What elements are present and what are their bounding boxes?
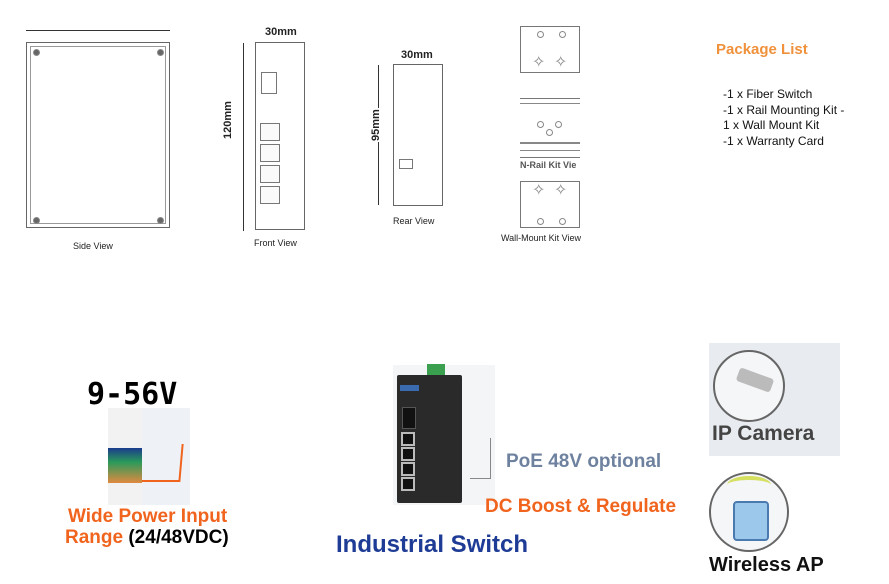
- package-item: -1 x Rail Mounting Kit -: [723, 102, 845, 117]
- power-range-word: Range: [65, 527, 124, 548]
- package-item: -1 x Fiber Switch: [723, 87, 813, 101]
- package-item: -1 x Warranty Card: [723, 133, 824, 148]
- wifi-icon: [727, 476, 771, 494]
- wall-mount-kit-label: Wall-Mount Kit View: [501, 233, 582, 243]
- ip-camera-tile: IP Camera: [709, 343, 840, 456]
- front-height-label: 120mm: [222, 100, 234, 140]
- poe-label: PoE 48V optional: [506, 451, 662, 472]
- product-title: Industrial Switch: [336, 531, 529, 558]
- power-input-text: Wide Power Input Range (24/48VDC): [65, 506, 229, 548]
- package-list-title: Package List: [716, 41, 808, 58]
- din-rail-kit-label: N-Rail Kit Vie: [520, 160, 577, 170]
- wireless-ap-label: Wireless AP: [709, 554, 824, 576]
- package-list: -1 x Fiber Switch -1 x Rail Mounting Kit…: [723, 87, 844, 149]
- front-width-label: 30mm: [264, 26, 298, 38]
- ip-camera-label: IP Camera: [712, 422, 815, 445]
- power-range-value: (24/48VDC): [128, 527, 229, 548]
- front-view-label: Front View: [254, 238, 297, 248]
- power-input-line1: Wide Power Input: [68, 506, 228, 527]
- package-item: 1 x Wall Mount Kit: [723, 118, 820, 132]
- side-view-label: Side View: [73, 241, 113, 251]
- wireless-ap-tile: [709, 472, 789, 552]
- router-icon: [733, 501, 769, 541]
- rear-height-label: 95mm: [370, 108, 382, 142]
- rear-view-label: Rear View: [393, 216, 435, 226]
- voltage-label: 9-56V: [87, 377, 178, 412]
- dc-boost-label: DC Boost & Regulate: [485, 496, 677, 517]
- rear-width-label: 30mm: [400, 49, 434, 61]
